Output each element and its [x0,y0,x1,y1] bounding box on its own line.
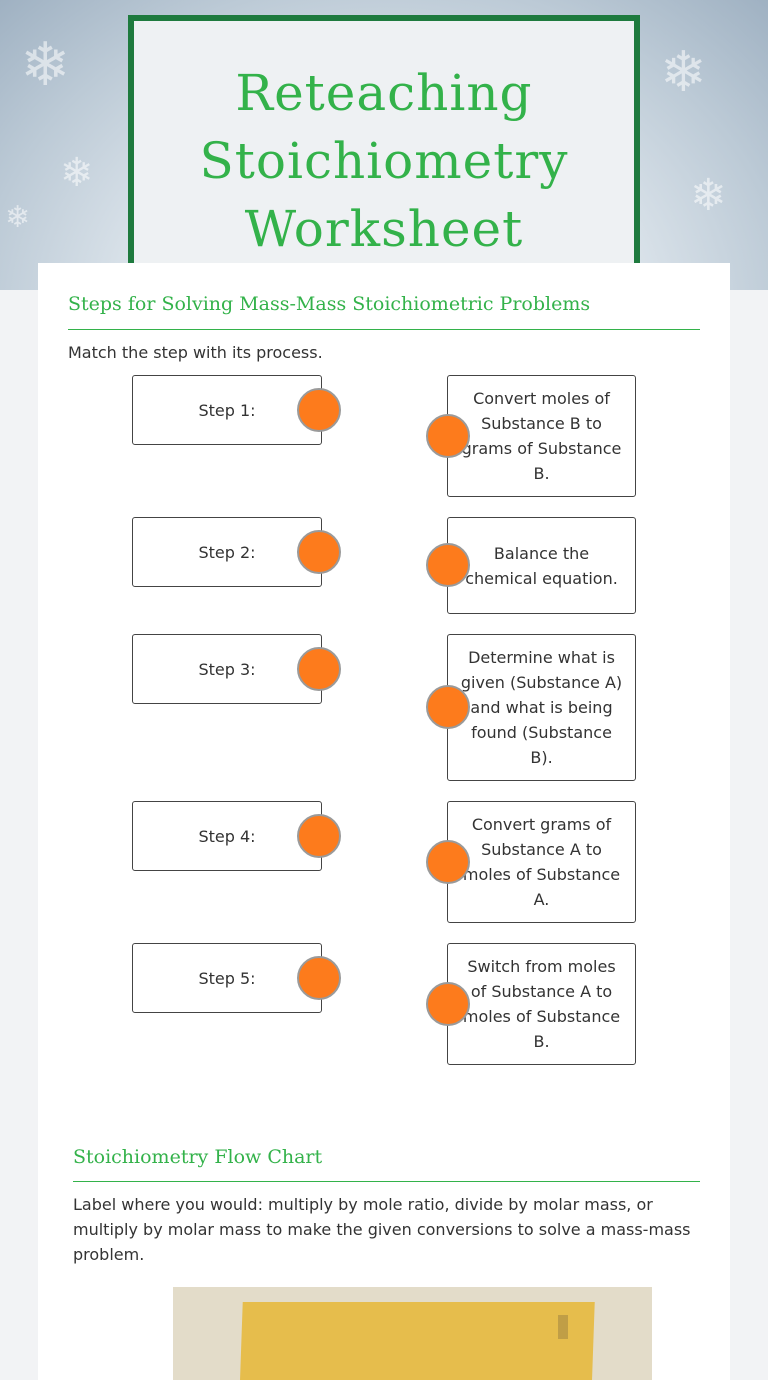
section-divider [73,1181,700,1182]
step-box-4: Step 4: [132,801,322,871]
snowflake-icon: ❄ [5,200,31,235]
title-frame: Reteaching Stoichiometry Worksheet [128,15,640,275]
match-dot-step-2[interactable] [297,530,341,574]
flowchart-paper [239,1302,595,1380]
step-label: Step 2: [198,542,256,562]
match-dot-process-1[interactable] [426,414,470,458]
step-label: Step 5: [198,968,256,988]
step-label: Step 4: [198,826,256,846]
process-text: Switch from moles of Substance A to mole… [462,957,621,1051]
snowflake-icon: ❄ [20,30,71,100]
match-dot-step-4[interactable] [297,814,341,858]
step-label: Step 3: [198,659,256,679]
page-title: Reteaching Stoichiometry Worksheet [199,64,569,258]
flowchart-instruction: Label where you would: multiply by mole … [73,1195,691,1264]
step-label: Step 1: [198,400,256,420]
snowflake-icon: ❄ [660,40,707,105]
process-box-4: Convert grams of Substance A to moles of… [447,801,636,923]
process-text: Determine what is given (Substance A) an… [460,648,623,767]
section-title-steps: Steps for Solving Mass-Mass Stoichiometr… [68,293,591,315]
process-text: Convert grams of Substance A to moles of… [462,815,621,909]
section-title-flowchart: Stoichiometry Flow Chart [73,1146,323,1168]
match-dot-step-1[interactable] [297,388,341,432]
flowchart-photo [173,1287,652,1380]
match-dot-process-2[interactable] [426,543,470,587]
process-box-1: Convert moles of Substance B to grams of… [447,375,636,497]
step-box-1: Step 1: [132,375,322,445]
snowflake-icon: ❄ [60,150,94,196]
process-box-5: Switch from moles of Substance A to mole… [447,943,636,1065]
match-dot-process-4[interactable] [426,840,470,884]
match-dot-process-3[interactable] [426,685,470,729]
step-box-5: Step 5: [132,943,322,1013]
match-dot-process-5[interactable] [426,982,470,1026]
paper-mark [558,1315,568,1339]
step-box-3: Step 3: [132,634,322,704]
process-text: Balance the chemical equation. [465,543,618,588]
match-dot-step-3[interactable] [297,647,341,691]
match-instruction: Match the step with its process. [68,343,323,362]
process-box-3: Determine what is given (Substance A) an… [447,634,636,781]
match-dot-step-5[interactable] [297,956,341,1000]
section-divider [68,329,700,330]
step-box-2: Step 2: [132,517,322,587]
process-text: Convert moles of Substance B to grams of… [461,389,622,483]
snowflake-icon: ❄ [690,170,727,221]
process-box-2: Balance the chemical equation. [447,517,636,614]
